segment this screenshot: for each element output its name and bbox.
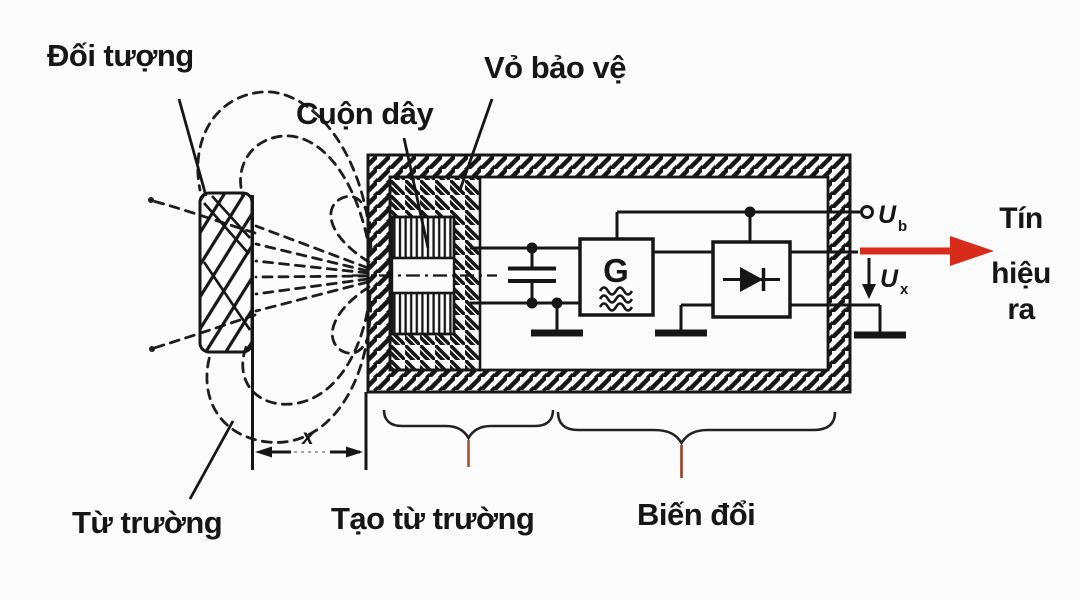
ground-symbol	[655, 305, 707, 337]
brace-field-generation	[382, 409, 555, 441]
housing-label: Vỏ bảo vệ	[484, 50, 626, 85]
generator-label: G	[603, 252, 629, 289]
magnetic-field-lines	[151, 90, 373, 444]
wave-icon	[598, 286, 634, 312]
leader-object	[177, 98, 208, 197]
ground-symbol	[531, 303, 583, 337]
field-fan-rays	[254, 224, 370, 313]
leader-housing	[458, 98, 494, 191]
u-supply-subscript: b	[898, 218, 907, 235]
coil-label: Cuộn dây	[296, 96, 434, 131]
brace-conversion	[556, 411, 837, 446]
conversion-label: Biến đổi	[637, 497, 755, 532]
supply-terminal: U b	[860, 201, 907, 235]
field-line-end-dot	[149, 346, 155, 352]
object-label: Đối tượng	[47, 38, 194, 73]
output-signal-line3: ra	[1007, 293, 1035, 326]
leader-lines	[177, 98, 494, 500]
u-output-subscript: x	[900, 281, 909, 298]
rectifier-box	[711, 240, 792, 319]
junction-dots	[526, 206, 756, 309]
field-loop-top-outer	[196, 90, 373, 250]
section-braces	[382, 409, 837, 446]
field-line-end-dot	[148, 197, 154, 203]
down-arrow-icon	[862, 284, 876, 299]
output-signal-line2: hiệu	[991, 257, 1051, 290]
generator-box: G	[578, 237, 655, 317]
distance-label: x	[301, 426, 315, 449]
field-loop-face-top	[329, 195, 372, 264]
field-loop-top-inner	[239, 134, 372, 255]
terminal-circle-icon	[860, 205, 874, 219]
field-generation-label: Tạo từ trường	[331, 501, 534, 536]
distance-dimension: x	[255, 392, 368, 470]
leader-magnetic-field	[188, 420, 235, 500]
diode-icon	[723, 267, 780, 292]
dim-arrow-left-icon	[255, 446, 272, 458]
output-voltage: U x	[862, 258, 909, 299]
ground-symbol	[854, 305, 906, 339]
field-loop-bottom-inner	[241, 294, 372, 406]
field-loop-face-bottom	[331, 285, 372, 355]
output-signal-label: Tín hiệu ra	[991, 202, 1051, 326]
coil-core-assembly	[352, 175, 497, 372]
u-supply-label: U	[878, 201, 897, 229]
field-loop-bottom-outer	[205, 300, 373, 444]
u-output-label: U	[880, 265, 899, 293]
dim-arrow-right-icon	[346, 446, 363, 458]
output-signal-line1: Tín	[999, 202, 1043, 235]
target-object	[198, 191, 254, 470]
leader-coil	[402, 137, 430, 249]
output-signal-arrow	[860, 236, 994, 266]
magnetic-field-label: Từ trường	[72, 505, 222, 540]
coil-winding-lower	[390, 291, 456, 336]
